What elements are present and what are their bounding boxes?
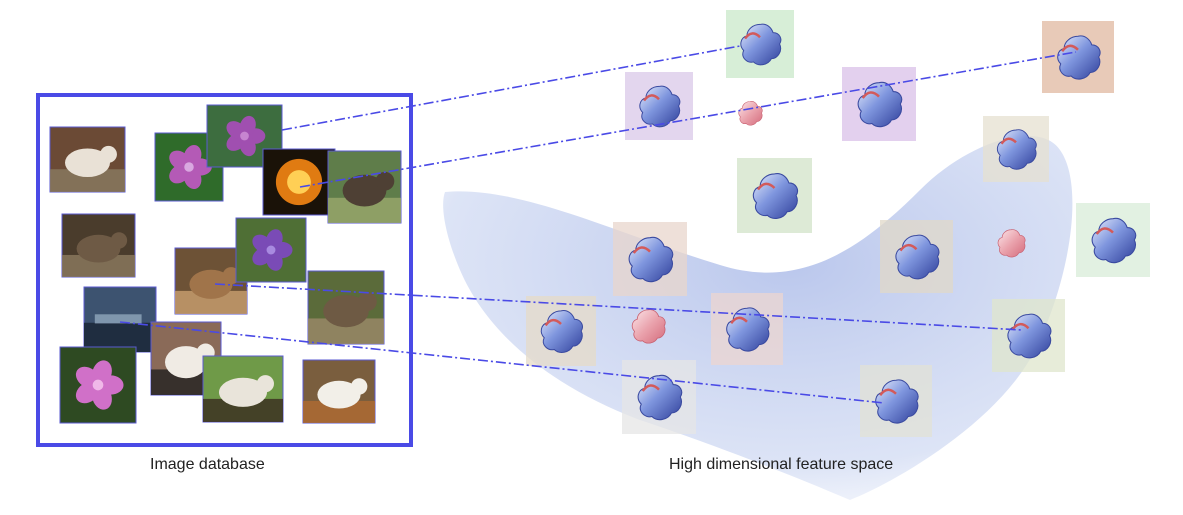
- feature-point-blue: [1076, 203, 1150, 277]
- feature-point-blue: [983, 116, 1049, 182]
- database-images: [49, 104, 402, 424]
- db-thumbnail-elephant: [307, 270, 385, 345]
- connector-line: [281, 45, 741, 131]
- feature-point-blue: [1042, 21, 1114, 93]
- db-thumbnail-flower: [235, 217, 307, 283]
- feature-point-blue: [625, 72, 693, 140]
- db-thumbnail-ship: [83, 286, 157, 353]
- connector-line: [299, 51, 1077, 188]
- feature-point-blue: [726, 10, 794, 78]
- feature-point-blue: [992, 299, 1065, 372]
- connector-line: [119, 321, 885, 404]
- feature-point-blue: [622, 360, 696, 434]
- image-database-frame: [36, 93, 413, 447]
- feature-point-blue: [613, 222, 687, 296]
- feature-point-blue: [711, 293, 783, 365]
- db-thumbnail-jack-o-lantern: [262, 148, 336, 216]
- db-thumbnail-flower: [59, 346, 137, 424]
- feature-point-blue: [860, 365, 932, 437]
- feature-point-blue: [526, 296, 596, 366]
- feature-point-blue: [842, 67, 916, 141]
- db-thumbnail-dog: [202, 355, 284, 423]
- feature-point-pink: [738, 101, 763, 126]
- db-thumbnail-elephant: [327, 150, 402, 224]
- feature-point-blue: [880, 220, 953, 293]
- image-database-caption: Image database: [150, 456, 265, 473]
- feature-space-caption: High dimensional feature space: [669, 456, 894, 473]
- feature-point-blue: [737, 158, 812, 233]
- db-thumbnail-dog: [302, 359, 376, 424]
- db-thumbnail-dog: [49, 126, 126, 193]
- db-thumbnail-elephant: [174, 247, 248, 315]
- connector-line: [214, 283, 1023, 331]
- db-thumbnail-dog: [61, 213, 136, 278]
- connectors: [119, 45, 1077, 404]
- feature-points: [526, 10, 1150, 437]
